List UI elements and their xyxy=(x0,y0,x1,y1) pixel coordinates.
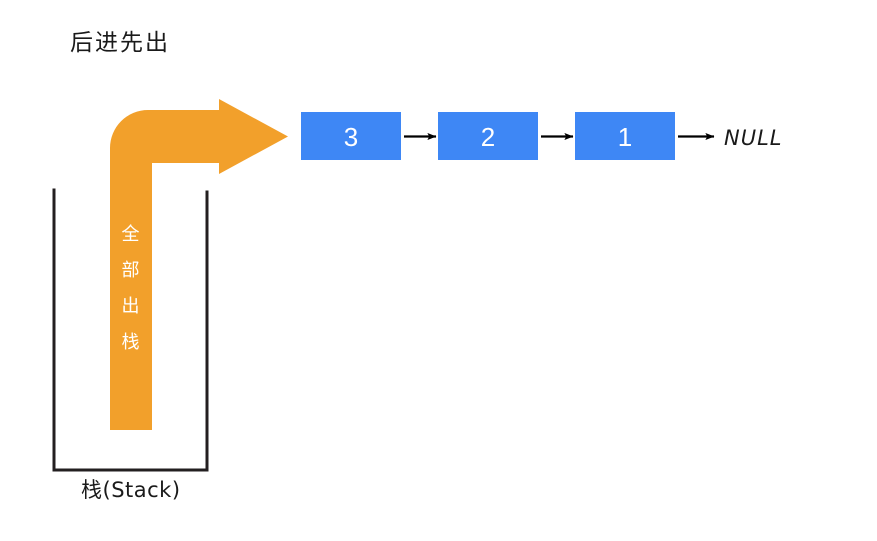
linked-list-node-2: 2 xyxy=(438,112,538,160)
page-title: 后进先出 xyxy=(70,30,170,56)
stack-label: 栈(Stack) xyxy=(81,478,181,502)
node-value: 2 xyxy=(481,122,495,152)
null-terminator-label: NULL xyxy=(724,126,782,150)
pop-all-arrow xyxy=(110,99,288,430)
pop-all-arrow-label-char-4: 栈 xyxy=(122,332,141,353)
stack-bracket xyxy=(52,188,209,472)
pop-all-arrow-label-char-2: 部 xyxy=(122,260,141,281)
pop-all-arrow-label-group: 全 部 出 栈 xyxy=(122,224,141,353)
linked-list-node-3: 3 xyxy=(301,112,401,160)
linked-list-node-1: 1 xyxy=(575,112,675,160)
pop-all-arrow-label-char-3: 出 xyxy=(122,296,141,317)
node-value: 3 xyxy=(344,122,358,152)
node-value: 1 xyxy=(618,122,632,152)
pop-all-arrow-label-char-1: 全 xyxy=(122,224,141,245)
